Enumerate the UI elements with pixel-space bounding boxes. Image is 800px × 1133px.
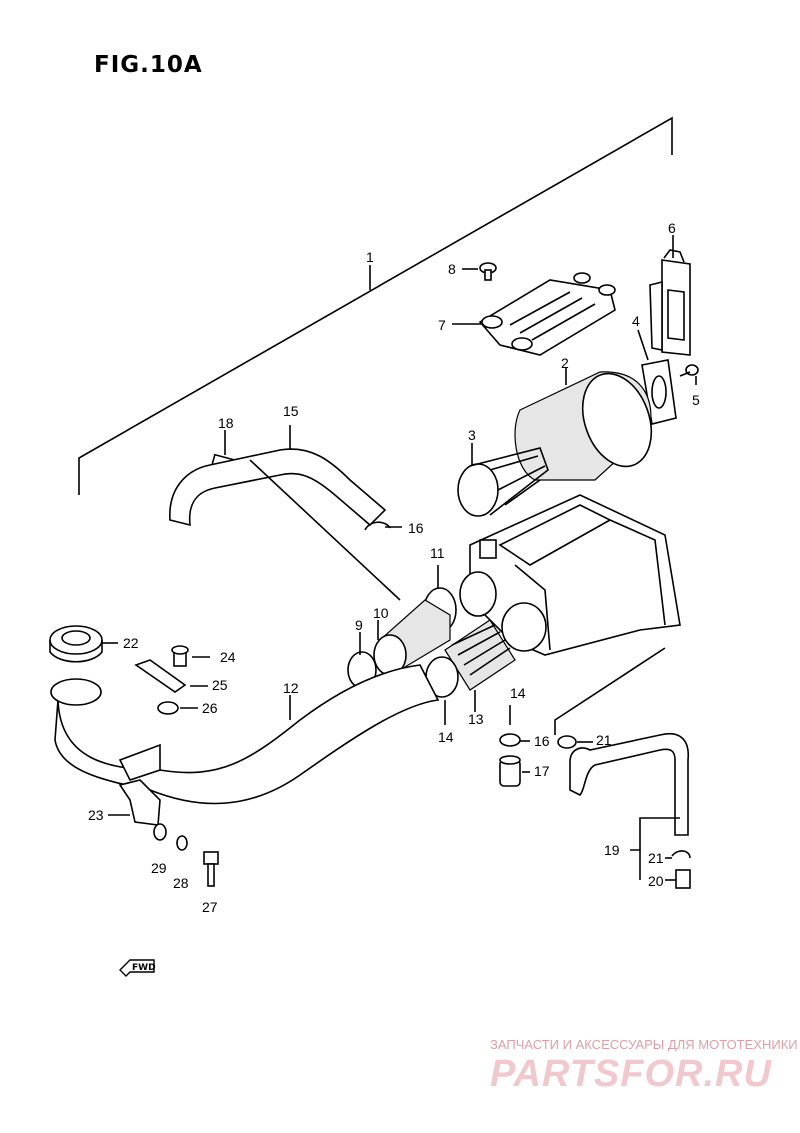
part-17-cap [499,755,521,787]
part-15-breather-hose [169,448,387,527]
callout-14: 14 [438,729,454,745]
air-box-body [459,494,681,656]
watermark-logo: PARTSFOR.RU [490,1053,772,1095]
part-25-washer [157,701,179,715]
callout-labels: 1234567891011121314141516161718192021212… [88,220,700,915]
callout-22: 22 [123,635,139,651]
part-12-intake-duct [50,664,440,805]
part-24-bolt [171,645,189,667]
part-8-screw [479,262,497,281]
callout-17: 17 [534,763,550,779]
part-10-boot [373,599,451,676]
part-27-bolt [203,851,219,887]
part-3-filter-cage [457,447,549,517]
part-16-clip-lower [499,733,521,747]
callout-23: 23 [88,807,104,823]
callout-28: 28 [173,875,189,891]
assembly-bracket-1 [78,116,673,495]
callout-18: 18 [218,415,234,431]
fwd-label: FWD [132,963,156,973]
callout-27: 27 [202,899,218,915]
callout-9: 9 [355,617,363,633]
callout-3: 3 [468,427,476,443]
callout-4: 4 [632,313,640,329]
callout-15: 15 [283,403,299,419]
part-2-filter-element [514,371,653,481]
callout-16: 16 [408,520,424,536]
fwd-arrow-icon: FWD [119,959,156,977]
callout-1: 1 [366,249,374,265]
part-26-clamp [134,659,187,693]
part-6-clip [649,249,691,356]
callout-8: 8 [448,261,456,277]
callout-11: 11 [430,545,445,561]
watermark-tagline: ЗАПЧАСТИ И АКСЕССУАРЫ ДЛЯ МОТОТЕХНИКИ [490,1037,798,1052]
callout-21: 21 [648,850,664,866]
part-5-screw [679,364,699,377]
callout-29: 29 [151,860,167,876]
part-19-drain-hose [569,733,689,836]
callout-19: 19 [604,842,620,858]
part-21-clip [557,735,577,749]
part-7-cover-plate [478,272,616,356]
part-22-grommet [49,625,103,663]
callout-25: 25 [212,677,228,693]
hose-routing-leader [249,459,401,601]
part-29-washer [153,823,167,841]
callout-26: 26 [202,700,218,716]
callout-2: 2 [561,355,569,371]
part-13-corrugated-boot [425,619,516,698]
callout-14: 14 [510,685,526,701]
part-28-washer [176,835,188,851]
callout-12: 12 [283,680,299,696]
callout-20: 20 [648,873,664,889]
callout-5: 5 [692,392,700,408]
callout-16: 16 [534,733,550,749]
callout-24: 24 [220,649,236,665]
callout-7: 7 [438,317,446,333]
callout-10: 10 [373,605,389,621]
callout-6: 6 [668,220,676,236]
part-20-fitting [675,869,691,889]
callout-13: 13 [468,711,484,727]
part-21-clip-lower [671,850,691,859]
figure-title: FIG.10A [94,52,203,78]
callout-21: 21 [596,732,612,748]
